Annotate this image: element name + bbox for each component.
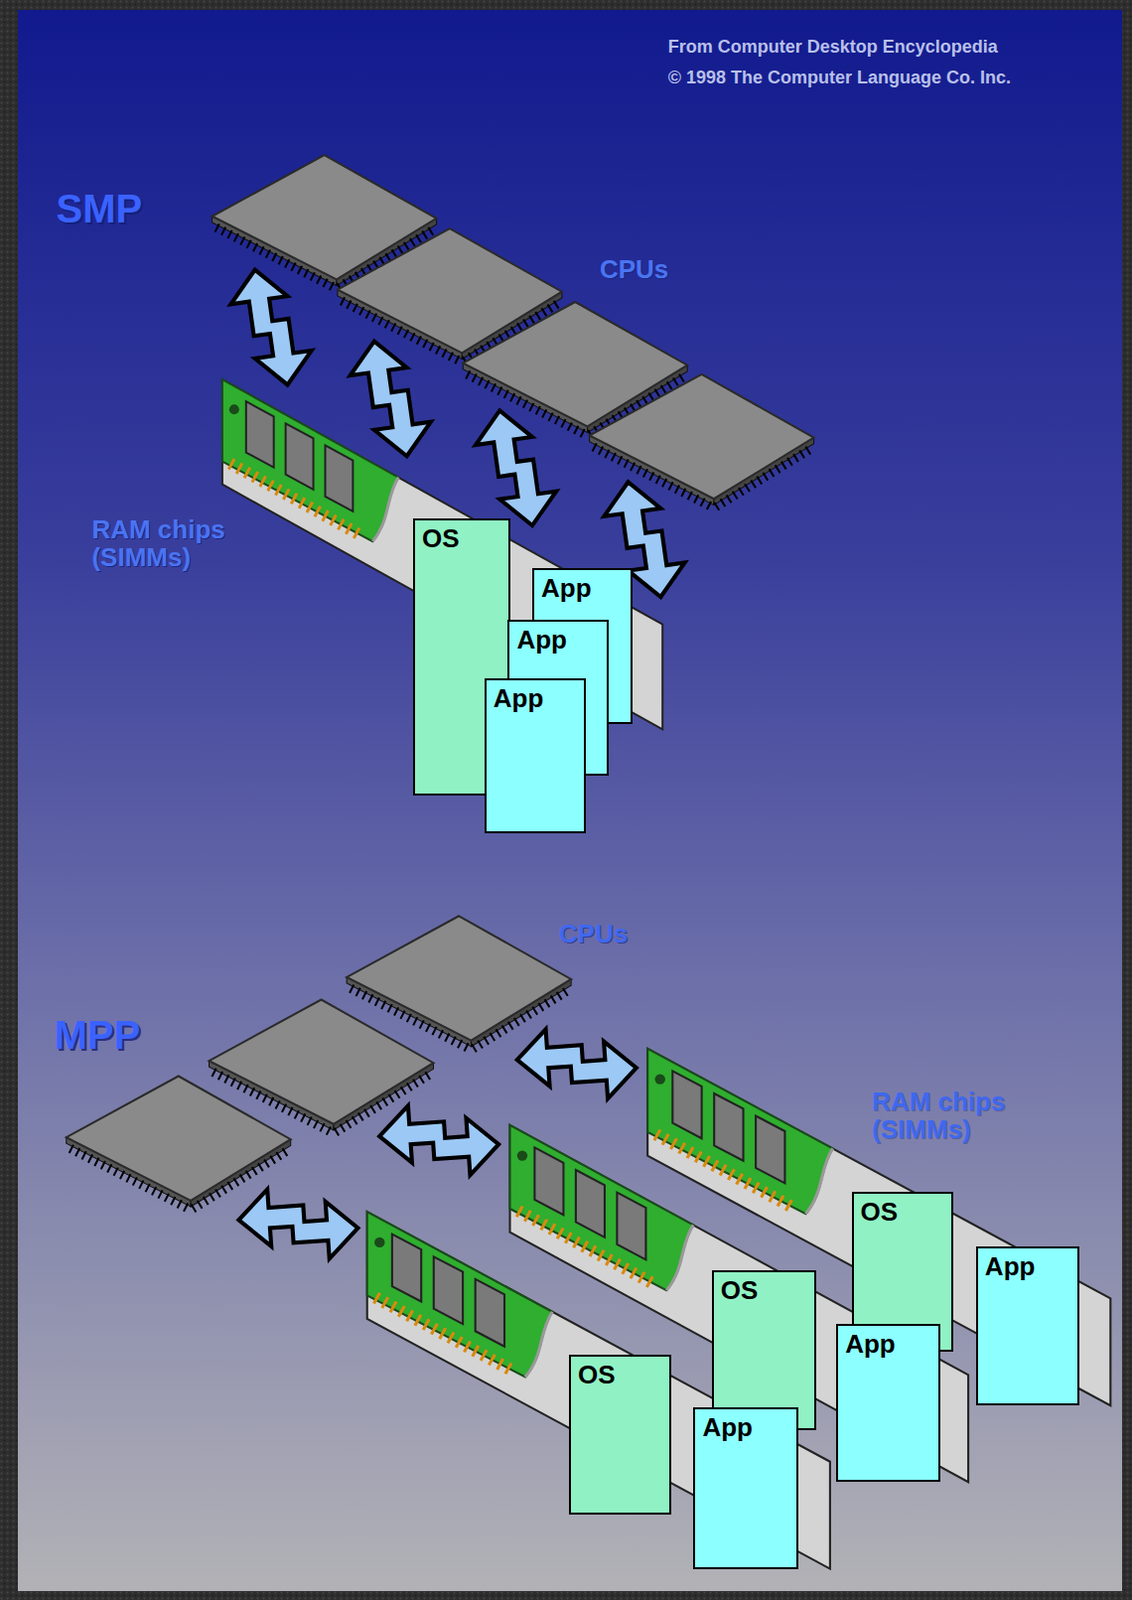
illustration-group [66,154,1112,1568]
block-label: App [702,1413,790,1442]
bus-arrow [377,1099,501,1181]
part-label: CPUs [599,255,669,284]
app-block: App [693,1407,799,1568]
watermark: From Computer Desktop Encyclopedia [668,37,998,58]
block-label: OS [577,1360,663,1390]
background-panel [17,9,1123,1591]
bus-arrow [515,1022,639,1105]
bus-arrow [226,263,316,391]
app-block: App [484,678,586,834]
app-block: App [976,1246,1080,1406]
bus-arrow [471,404,562,532]
bus-arrow [236,1182,360,1265]
block-label: App [541,573,624,603]
cpu-chip [66,1076,291,1210]
part-label: RAM chips (SIMMs) [91,515,251,572]
bus-arrow [345,334,435,462]
os-block: OS [568,1354,672,1515]
block-label: OS [422,524,502,554]
section-title: SMP [55,186,142,231]
app-block: App [836,1323,941,1482]
part-label: CPUs [559,919,628,949]
block-label: App [493,684,577,713]
section-title: MPP [53,1012,141,1057]
block-label: App [985,1252,1071,1281]
os-block: OS [711,1270,817,1430]
block-label: OS [860,1197,946,1227]
block-label: App [845,1329,932,1359]
block-label: OS [720,1275,808,1305]
block-label: App [516,625,600,655]
cpu-chip [346,915,571,1049]
simm-module [367,1211,831,1568]
watermark: © 1998 The Computer Language Co. Inc. [668,68,1011,89]
part-label: RAM chips (SIMMs) [871,1087,1031,1144]
